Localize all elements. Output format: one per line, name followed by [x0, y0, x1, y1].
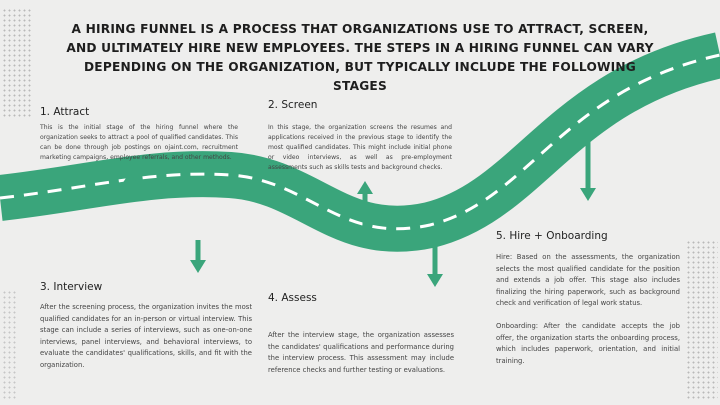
step-hire-text: Hire: Based on the assessments, the orga… [496, 252, 680, 367]
step-hire-text-onboarding: Onboarding: After the candidate accepts … [496, 321, 680, 367]
step-attract-title: 1. Attract [40, 106, 89, 118]
step-interview-text: After the screening process, the organiz… [40, 302, 252, 372]
step-hire-title: 5. Hire + Onboarding [496, 230, 608, 242]
step-hire-text-hire: Hire: Based on the assessments, the orga… [496, 252, 680, 310]
step-screen-text: In this stage, the organization screens … [268, 123, 452, 173]
step-attract-text: This is the initial stage of the hiring … [40, 123, 238, 163]
step-interview-title: 3. Interview [40, 281, 102, 293]
step-assess-text: After the interview stage, the organizat… [268, 330, 454, 376]
step-screen-title: 2. Screen [268, 99, 317, 111]
arrow-down-interview [190, 240, 206, 273]
step-assess-title: 4. Assess [268, 292, 317, 304]
page-title: A hiring funnel is a process that organi… [60, 20, 660, 96]
